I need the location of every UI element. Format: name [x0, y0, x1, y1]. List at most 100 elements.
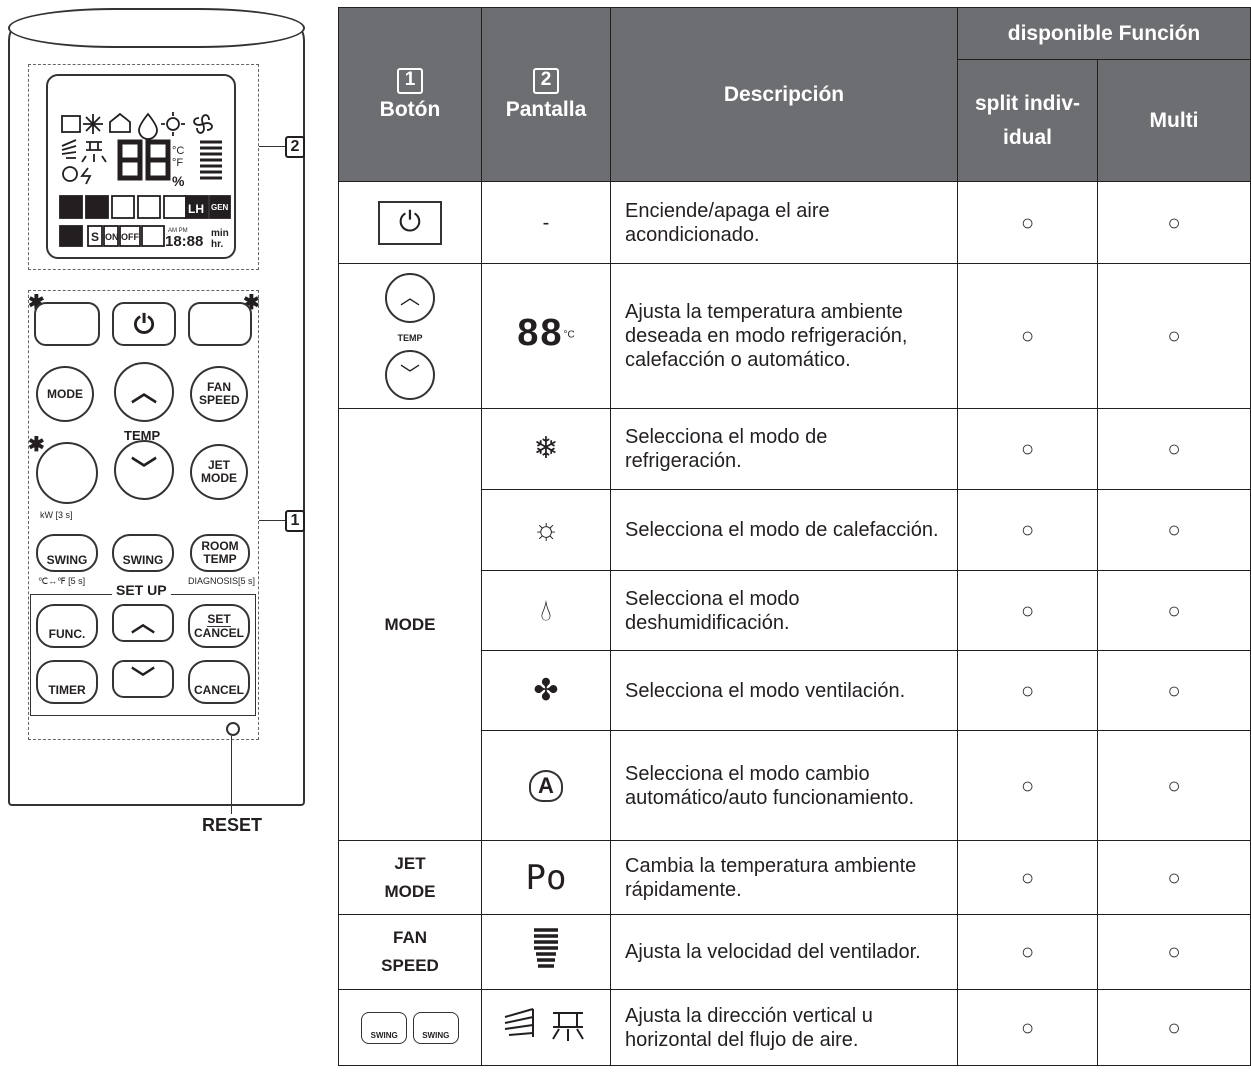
row-temp-button: ︿ TEMP ﹀: [338, 263, 482, 409]
lcd-off: OFF: [121, 232, 139, 242]
energy-icon: [62, 166, 78, 182]
fan-label: FAN: [393, 928, 427, 947]
heat-icon: [166, 117, 180, 131]
reset-label: RESET: [202, 815, 263, 835]
blank-button-left[interactable]: [34, 302, 100, 346]
blank-button-right[interactable]: [188, 302, 252, 346]
fan-speed-bars-icon: [200, 140, 222, 180]
room-temp-label: ROOM TEMP: [201, 539, 239, 566]
multi-mark: ○: [1097, 989, 1251, 1066]
split-mark: ○: [957, 730, 1098, 841]
callout-2: 2: [285, 136, 305, 158]
svg-text:°F: °F: [172, 157, 183, 169]
fan-speed-label: FAN SPEED: [199, 380, 240, 407]
reset-line: [231, 736, 232, 814]
split-mark: ○: [957, 263, 1098, 409]
kw-button[interactable]: [36, 442, 98, 504]
row-swing-desc: Ajusta la dirección vertical u horizonta…: [610, 989, 958, 1066]
fan-speed-button[interactable]: FAN SPEED: [190, 366, 248, 422]
multi-mark: ○: [1097, 489, 1251, 571]
header-multi: Multi: [1097, 59, 1251, 182]
temp-label: TEMP: [124, 428, 161, 443]
set-label: SET: [207, 611, 231, 627]
split-mark: ○: [957, 181, 1098, 264]
header-description: Descripción: [610, 7, 958, 182]
swing-horizontal-small: SWING: [412, 1011, 459, 1044]
multi-mark: ○: [1097, 650, 1251, 731]
chevron-up-icon: ︿: [130, 376, 157, 407]
swing-vertical-icon: [61, 139, 77, 159]
power-button[interactable]: ⏻: [112, 302, 176, 346]
lcd-percent: %: [172, 173, 185, 189]
row-jet-desc: Cambia la temperatura ambiente rápidamen…: [610, 840, 958, 915]
row-fan-speed-desc: Ajusta la velocidad del ventilador.: [610, 914, 958, 990]
lcd-on: ON: [105, 232, 119, 242]
lcd-icons: °C °F % LH GEN S ON OFF AM PM 18:88 min …: [59, 112, 231, 250]
split-mark: ○: [957, 489, 1098, 571]
power-icon: ⏻: [378, 200, 442, 245]
swing-horizontal-button[interactable]: SWING: [112, 534, 174, 572]
callout-line-1: [259, 520, 285, 521]
row-power-display: -: [481, 181, 611, 264]
remote-top-cap: [8, 8, 305, 48]
jet-mode-label: JET MODE: [201, 458, 237, 485]
func-button[interactable]: FUNC.: [36, 604, 98, 648]
split-mark: ○: [957, 408, 1098, 490]
room-temp-button[interactable]: ROOM TEMP: [190, 534, 250, 572]
speed-label: SPEED: [381, 956, 439, 975]
multi-mark: ○: [1097, 730, 1251, 841]
lcd-min: min: [211, 228, 229, 239]
mode-button[interactable]: MODE: [36, 366, 94, 422]
row-power-desc: Enciende/apaga el aire acondicionado.: [610, 181, 958, 264]
row-swing-button: SWING SWING: [338, 989, 482, 1066]
temp-unit-note: ℃↔℉ [5 s]: [38, 576, 86, 586]
swing-horizontal-icon: [81, 141, 107, 163]
lcd-units: °C: [172, 145, 184, 157]
cool-icon: [83, 114, 103, 134]
set-cancel-button[interactable]: SET CANCEL: [188, 604, 250, 648]
button-section: [28, 290, 259, 740]
kw-note: kW [3 s]: [40, 510, 73, 520]
jet-mode-button[interactable]: JET MODE: [190, 444, 248, 500]
cancel-button[interactable]: CANCEL: [188, 660, 250, 704]
dry-icon: [138, 112, 158, 140]
lcd-ampm: AM PM: [168, 228, 188, 234]
split-mark: ○: [957, 989, 1098, 1066]
row-heat-desc: Selecciona el modo de calefacción.: [610, 489, 958, 571]
row-dry-desc: Selecciona el modo deshumidificación.: [610, 570, 958, 651]
lcd-lh: LH: [188, 202, 204, 216]
multi-mark: ○: [1097, 181, 1251, 264]
row-temp-desc: Ajusta la temperatura ambiente deseada e…: [610, 263, 958, 409]
reset-button[interactable]: [226, 722, 240, 736]
chevron-up-icon: ︿: [131, 609, 155, 637]
row-fan-speed-button: FAN SPEED: [338, 914, 482, 990]
swing-vertical-button[interactable]: SWING: [36, 534, 98, 572]
temp-up-button[interactable]: ︿: [114, 362, 174, 422]
setup-down-button[interactable]: ﹀: [112, 660, 174, 698]
swing-horizontal-icon: [552, 1011, 584, 1041]
multi-mark: ○: [1097, 840, 1251, 915]
callout-1: 1: [285, 510, 305, 532]
auto-mode-icon: [109, 112, 131, 133]
lcd-gen: GEN: [211, 203, 229, 212]
multi-mark: ○: [1097, 408, 1251, 490]
cool-icon: ❄: [481, 408, 611, 490]
split-mark: ○: [957, 650, 1098, 731]
fan-icon: ✤: [481, 650, 611, 731]
swing-vertical-icon: [504, 1007, 534, 1037]
temp-digits: 88: [517, 312, 564, 354]
chevron-down-icon: ﹀: [385, 349, 435, 400]
row-mode-button: MODE: [338, 408, 482, 841]
header-split: split indiv- idual: [957, 59, 1098, 182]
plasma-icon: [61, 115, 81, 133]
timer-button[interactable]: TIMER: [36, 660, 98, 704]
power-icon: ⏻: [133, 308, 155, 339]
auto-mode-icon: A: [481, 730, 611, 841]
temp-down-button[interactable]: ﹀: [114, 440, 174, 500]
diagnosis-note: DIAGNOSIS[5 s]: [188, 576, 256, 586]
setup-up-button[interactable]: ︿: [112, 604, 174, 642]
display-section: [28, 64, 259, 270]
